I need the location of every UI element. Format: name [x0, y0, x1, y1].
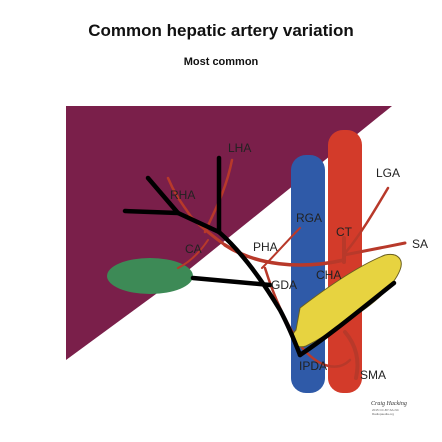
label-pha: PHA	[253, 240, 278, 254]
label-sma: SMA	[360, 368, 386, 382]
biliary-tree	[122, 155, 397, 358]
credit-site: Radiopaedia.org	[372, 412, 394, 416]
right-posterior-duct	[145, 175, 181, 216]
cystic-artery	[177, 239, 209, 269]
rga-artery	[261, 227, 301, 269]
credit: Craig Hacking 2015 CC-BY-SA-NC Radiopaed…	[371, 401, 407, 416]
main-pancreatic-duct	[297, 280, 397, 358]
right-hepatic-duct	[122, 208, 222, 235]
gallbladder	[107, 258, 193, 294]
sma-artery	[343, 330, 360, 380]
common-bile-duct	[216, 229, 303, 358]
label-sa: SA	[412, 237, 428, 251]
rha-artery	[166, 176, 194, 220]
label-rha: RHA	[170, 188, 195, 202]
label-lga: LGA	[376, 166, 400, 180]
cystic-duct	[190, 275, 273, 288]
label-cha: CHA	[316, 268, 341, 282]
lga-artery	[344, 186, 390, 254]
label-ca: CA	[185, 242, 202, 256]
credit-license: 2015 CC-BY-SA-NC	[372, 408, 400, 412]
label-rga: RGA	[296, 211, 322, 225]
label-ipda: IPDA	[299, 359, 327, 373]
diagram-title: Common hepatic artery variation	[88, 21, 354, 40]
label-lha: LHA	[228, 141, 251, 155]
label-ct: CT	[336, 225, 353, 239]
splenic-artery	[342, 241, 407, 257]
diagram-subtitle: Most common	[183, 56, 259, 68]
label-gda: GDA	[271, 278, 297, 292]
credit-signature: Craig Hacking	[371, 401, 407, 407]
